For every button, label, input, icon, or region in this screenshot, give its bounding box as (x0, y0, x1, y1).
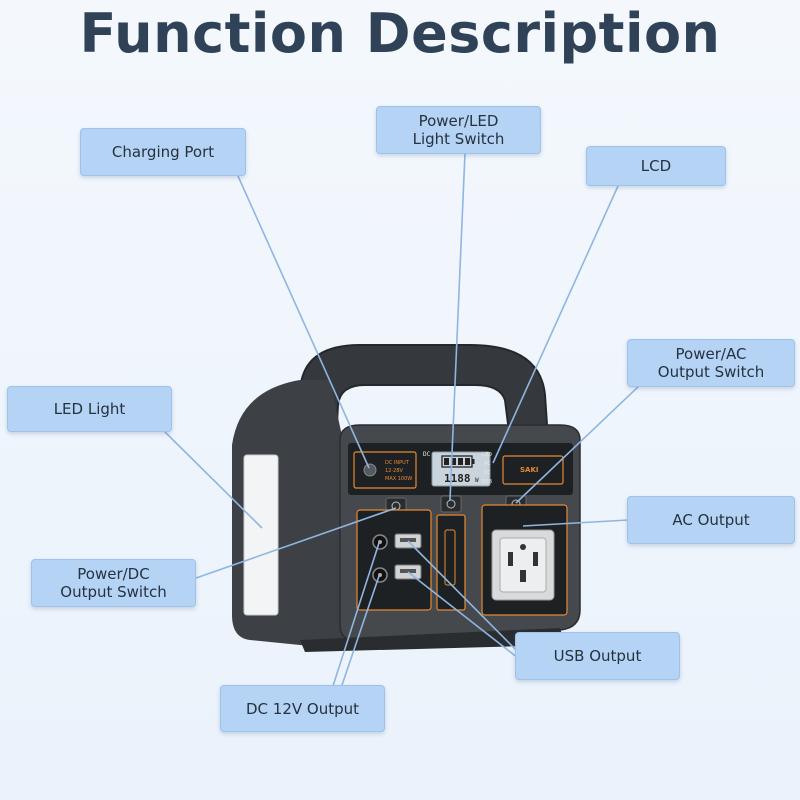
brand-badge (502, 455, 564, 485)
leader-charging-port (237, 175, 370, 469)
brand-text: SAKI (520, 466, 539, 474)
callout-led-light-label: LED Light (53, 400, 126, 418)
svg-text:12-28V: 12-28V (385, 468, 404, 474)
svg-text:MAX 100W: MAX 100W (385, 476, 412, 482)
callout-dc-12v-output: DC 12V Output (220, 685, 385, 732)
callout-usb-output-label: USB Output (553, 647, 642, 665)
led-light-panel (243, 454, 279, 616)
callout-power-dc-switch: Power/DC Output Switch (31, 559, 196, 607)
carry-handle (299, 344, 550, 441)
callout-lcd-label: LCD (640, 157, 672, 175)
usb-status-strip (436, 514, 466, 611)
led-power-switch (440, 495, 462, 513)
callout-charging-port: Charging Port (80, 128, 246, 176)
lcd-unit: W (475, 477, 479, 484)
lcd-label-usb: USB (482, 479, 493, 485)
device-base (300, 628, 565, 652)
callout-charging-port-label: Charging Port (111, 143, 215, 161)
leader-lcd (492, 185, 619, 464)
callout-ac-output-label: AC Output (672, 511, 750, 529)
leader-power-dc-switch (195, 507, 397, 579)
callout-power-ac-switch: Power/AC Output Switch (627, 339, 795, 387)
charging-port (363, 463, 377, 477)
callout-lcd: LCD (586, 146, 726, 186)
charging-port-box (353, 451, 417, 489)
callout-power-ac-switch-label: Power/AC Output Switch (657, 345, 765, 381)
leader-led-light (162, 429, 263, 529)
callout-power-led-switch-label: Power/LED Light Switch (412, 112, 505, 148)
callout-ac-output: AC Output (627, 496, 795, 544)
callout-led-light: LED Light (7, 386, 172, 432)
lcd-label-dc: DC (484, 470, 491, 476)
leader-usb-output-2 (407, 571, 519, 659)
leader-ac-output (522, 519, 629, 527)
leader-power-ac-switch (515, 384, 641, 504)
lcd-left-label: DC (423, 451, 431, 458)
callout-power-dc-switch-label: Power/DC Output Switch (60, 565, 167, 601)
callout-dc-12v-output-label: DC 12V Output (245, 699, 359, 718)
svg-text:DC INPUT: DC INPUT (385, 460, 410, 466)
page-title: Function Description (79, 2, 721, 65)
leader-usb-output-1 (407, 540, 519, 653)
lcd-label-ac: AC (484, 461, 491, 467)
leader-dc-12v-2 (340, 575, 380, 689)
leader-power-led-switch (449, 152, 466, 501)
lcd-label-led: LED (482, 452, 492, 458)
callout-usb-output: USB Output (515, 632, 680, 680)
leader-dc-12v-1 (332, 542, 380, 687)
callout-power-led-switch: Power/LED Light Switch (376, 106, 541, 154)
